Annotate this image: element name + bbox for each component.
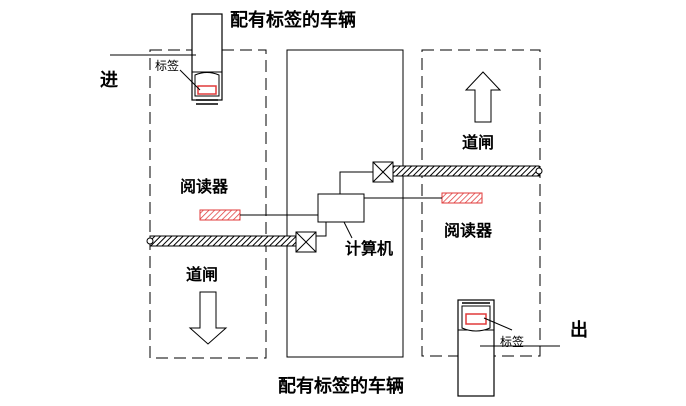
reader-label-right: 阅读器	[444, 221, 493, 240]
tag-pointer-left	[179, 69, 201, 91]
tag-pointer-right	[483, 317, 513, 331]
gate-left	[146, 231, 317, 253]
gate-label-left: 道闸	[186, 265, 218, 284]
vehicle-label-top: 配有标签的车辆	[230, 9, 356, 31]
gate-label-right: 道闸	[462, 133, 494, 152]
exit-label: 出	[570, 319, 588, 341]
vehicle-top	[191, 13, 223, 105]
entry-label: 进	[100, 70, 118, 91]
computer-label: 计算机	[345, 239, 393, 258]
reader-right	[441, 192, 483, 204]
center-island	[286, 49, 404, 358]
vehicle-bottom	[457, 299, 495, 397]
tag-label-left: 标签	[155, 58, 179, 73]
exit-lane-box	[421, 49, 541, 357]
computer-box	[317, 193, 365, 223]
reader-label-left: 阅读器	[180, 177, 229, 196]
reader-left	[199, 209, 241, 221]
wiring	[240, 171, 442, 239]
gate-right	[372, 161, 543, 183]
vehicle-label-bottom: 配有标签的车辆	[278, 375, 404, 397]
up-arrow-icon	[464, 71, 502, 123]
tag-label-right: 标签	[500, 334, 524, 349]
down-arrow-icon	[188, 291, 228, 345]
